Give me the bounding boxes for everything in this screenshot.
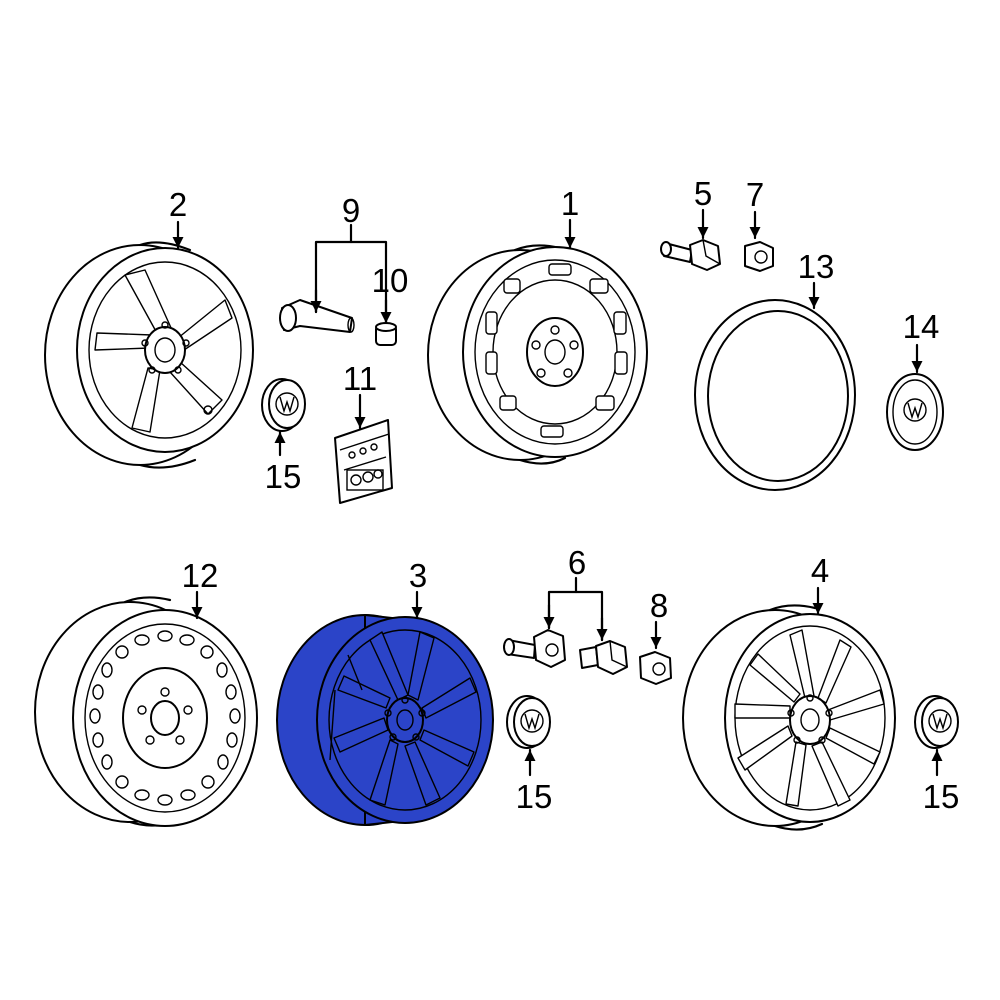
part-12-vent-holes bbox=[89, 630, 241, 806]
label-15-middle: 15 bbox=[516, 778, 553, 815]
label-14: 14 bbox=[903, 308, 940, 345]
part-9-callout: 9 10 bbox=[310, 192, 409, 325]
label-15-right: 15 bbox=[923, 778, 960, 815]
part-7-lock-nut[interactable] bbox=[744, 241, 774, 272]
part-7-callout: 7 bbox=[746, 176, 764, 240]
part-13-trim-ring[interactable] bbox=[694, 299, 856, 491]
label-6: 6 bbox=[568, 544, 586, 581]
label-3: 3 bbox=[409, 557, 427, 594]
part-6-lock-bolt-left[interactable] bbox=[503, 629, 566, 668]
label-13: 13 bbox=[798, 248, 835, 285]
part-11-callout: 11 bbox=[343, 360, 377, 430]
part-2-alloy-wheel[interactable] bbox=[44, 241, 254, 469]
part-9-valve-stem[interactable] bbox=[279, 299, 355, 333]
label-9: 9 bbox=[342, 192, 360, 229]
part-8-nut[interactable] bbox=[639, 651, 672, 685]
part-15-center-cap-top[interactable] bbox=[261, 378, 306, 432]
label-5: 5 bbox=[694, 175, 712, 212]
label-1: 1 bbox=[561, 185, 579, 222]
part-12-callout: 12 bbox=[182, 557, 219, 620]
part-1-steel-wheel[interactable] bbox=[427, 244, 648, 465]
part-3-alloy-wheel-highlighted[interactable] bbox=[276, 614, 494, 826]
part-4-callout: 4 bbox=[811, 552, 829, 616]
label-2: 2 bbox=[169, 186, 187, 223]
part-12-steel-wheel[interactable] bbox=[34, 596, 258, 827]
part-15-center-cap-right[interactable] bbox=[914, 695, 959, 749]
part-14-hub-cap[interactable] bbox=[886, 373, 944, 451]
part-15-callout-middle: 15 bbox=[516, 748, 553, 815]
part-15-callout-right: 15 bbox=[923, 748, 960, 815]
part-3-callout: 3 bbox=[409, 557, 427, 620]
label-12: 12 bbox=[182, 557, 219, 594]
part-10-valve-cap[interactable] bbox=[375, 322, 397, 346]
part-5-callout: 5 bbox=[694, 175, 712, 240]
part-13-callout: 13 bbox=[798, 248, 835, 310]
part-3-spokes bbox=[329, 631, 477, 806]
label-11: 11 bbox=[343, 360, 377, 397]
part-6-lock-bolt-right[interactable] bbox=[579, 640, 628, 675]
part-15-callout-top: 15 bbox=[265, 430, 302, 495]
part-5-lug-bolt[interactable] bbox=[660, 239, 721, 271]
part-8-callout: 8 bbox=[650, 587, 668, 650]
part-1-vent-slots bbox=[485, 263, 628, 438]
label-4: 4 bbox=[811, 552, 829, 589]
label-10: 10 bbox=[372, 262, 409, 299]
part-15-center-cap-middle[interactable] bbox=[506, 695, 551, 749]
label-15-top: 15 bbox=[265, 458, 302, 495]
part-6-callout: 6 bbox=[543, 544, 608, 642]
part-2-callout: 2 bbox=[169, 186, 187, 250]
part-11-hardware-kit[interactable] bbox=[334, 419, 393, 504]
part-1-callout: 1 bbox=[561, 185, 579, 250]
label-8: 8 bbox=[650, 587, 668, 624]
part-14-callout: 14 bbox=[903, 308, 940, 374]
label-7: 7 bbox=[746, 176, 764, 213]
part-4-alloy-wheel[interactable] bbox=[682, 604, 896, 831]
